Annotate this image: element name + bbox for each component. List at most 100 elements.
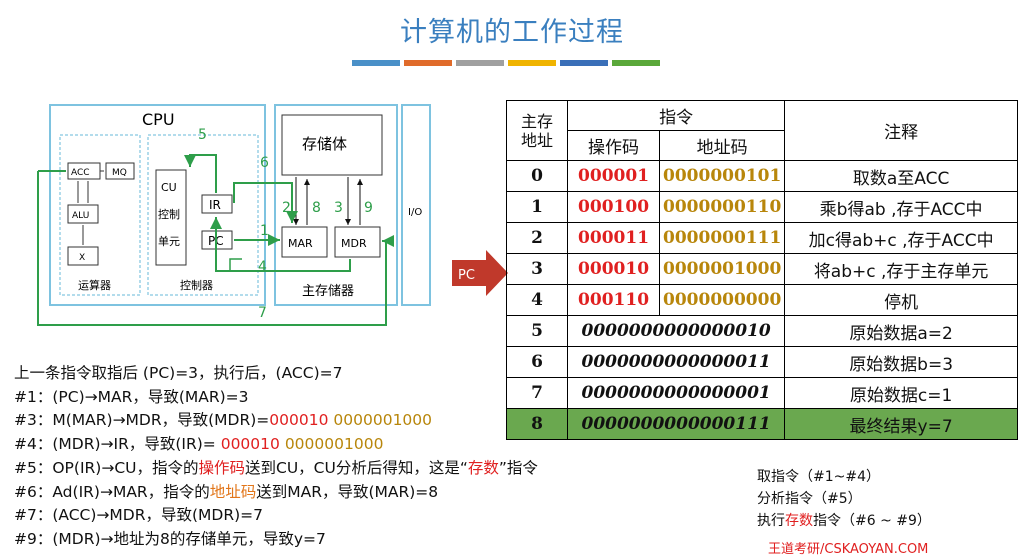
step-num-6: 6 (260, 155, 269, 171)
row-note: 加c得ab+c ,存于ACC中 (784, 222, 1018, 254)
table-row-result: 8 0000000000000111 最终结果y=7 (505, 408, 1018, 440)
step-5-text-b: 送到CU，CU分析后得知，这是“ (245, 458, 468, 477)
color-bar-2 (404, 60, 452, 66)
pc-pointer-label: PC (458, 268, 475, 283)
controller-label: 控制器 (180, 278, 213, 292)
row-address: 1 (505, 191, 569, 223)
row-data: 0000000000000001 (567, 377, 786, 409)
step-3-opcode: 000010 (269, 411, 329, 430)
cu-sub2: 单元 (158, 235, 180, 248)
step-6-text-b: 送到MAR，导致(MAR)=8 (256, 482, 439, 501)
main-memory-label: 主存储器 (302, 284, 354, 299)
pc-pointer-arrow: PC (452, 250, 508, 296)
row-opcode: 000100 (567, 191, 661, 223)
row-opcode: 000011 (567, 222, 661, 254)
row-note: 原始数据a=2 (784, 315, 1018, 347)
page-title: 计算机的工作过程 (400, 17, 624, 48)
path-6 (233, 182, 298, 223)
controller-box (147, 134, 259, 296)
step-6-text-a: #6：Ad(IR)→MAR，指令的 (14, 482, 210, 501)
x-label: X (79, 253, 85, 263)
step-5-text-a: #5：OP(IR)→CU，指令的 (14, 458, 199, 477)
row-note: 原始数据c=1 (784, 377, 1018, 409)
header-instruction: 指令 (567, 100, 786, 131)
step-4: #4：(MDR)→IR，导致(IR)= 000010 0000001000 (14, 433, 714, 457)
color-bar-1 (352, 60, 400, 66)
step-3-text: #3：M(MAR)→MDR，导致(MDR)= (14, 411, 270, 430)
row-address-code: 0000000111 (659, 222, 786, 254)
path-7 (37, 171, 394, 326)
step-4-text: #4：(MDR)→IR，导致(IR)= (14, 435, 221, 454)
storage-body-box (281, 114, 383, 176)
legend-exec-a: 执行 (757, 513, 785, 529)
step-intro: 上一条指令取指后 (PC)=3，执行后，(ACC)=7 (14, 364, 343, 382)
step-5-opcode-word: 操作码 (198, 458, 246, 477)
header-note: 注释 (784, 100, 1018, 161)
mq-register (105, 162, 135, 180)
step-num-2: 2 (282, 200, 291, 216)
cpu-label: CPU (142, 110, 175, 129)
storage-body-label: 存储体 (302, 135, 347, 153)
step-7: #7：(ACC)→MDR，导致(MDR)=7 (14, 506, 264, 525)
main-memory-box (274, 104, 398, 306)
row-note: 乘b得ab ,存于ACC中 (784, 191, 1018, 223)
table-row: 4 000110 0000000000 停机 (505, 284, 1018, 316)
path-5 (184, 154, 217, 193)
step-5-text-c: ”指令 (498, 458, 538, 477)
memory-table: 主存地址 指令 注释 操作码 地址码 0 000001 0000000101 取… (505, 100, 1018, 440)
row-address: 4 (505, 284, 569, 316)
table-row: 0 000001 0000000101 取数a至ACC (505, 160, 1018, 192)
table-row: 3 000010 0000001000 将ab+c ,存于主存单元 (505, 253, 1018, 285)
row-address-code: 0000000000 (659, 284, 786, 316)
alu-unit-box (59, 134, 141, 296)
step-num-4: 4 (258, 259, 267, 275)
legend-execute: 执行存数指令（#6 ~ #9） (757, 510, 931, 532)
path-4b (210, 217, 351, 272)
alu-label: ALU (72, 211, 89, 221)
row-address: 2 (505, 222, 569, 254)
row-note: 将ab+c ,存于主存单元 (784, 253, 1018, 285)
alu-unit-label: 运算器 (78, 278, 111, 292)
step-num-1: 1 (260, 223, 269, 239)
row-data: 0000000000000111 (567, 408, 786, 440)
step-descriptions: 上一条指令取指后 (PC)=3，执行后，(ACC)=7 #1：(PC)→MAR，… (14, 362, 714, 552)
header-opcode: 操作码 (567, 130, 661, 161)
table-row: 2 000011 0000000111 加c得ab+c ,存于ACC中 (505, 222, 1018, 254)
color-bar-5 (560, 60, 608, 66)
x-register (67, 246, 99, 266)
io-box (401, 104, 431, 306)
row-opcode: 000110 (567, 284, 661, 316)
computer-structure-diagram: CPU ACC MQ ALU X 运算器 CU 控制 单元 IR PC 控制器 … (37, 104, 431, 326)
mdr-register (334, 226, 381, 258)
row-note: 最终结果y=7 (784, 408, 1018, 440)
row-note: 停机 (784, 284, 1018, 316)
row-address: 0 (505, 160, 569, 192)
header-address: 主存地址 (505, 100, 569, 161)
step-6-address-word: 地址码 (209, 482, 257, 501)
mar-label: MAR (288, 237, 313, 250)
step-6: #6：Ad(IR)→MAR，指令的地址码送到MAR，导致(MAR)=8 (14, 481, 714, 505)
table-row: 5 0000000000000010 原始数据a=2 (505, 315, 1018, 347)
header-address-text: 主存地址 (521, 111, 554, 150)
color-bar-6 (612, 60, 660, 66)
acc-label: ACC (71, 168, 90, 178)
mar-register (281, 226, 328, 258)
alu-block (67, 204, 99, 224)
mdr-label: MDR (341, 237, 367, 250)
color-bar-4 (508, 60, 556, 66)
row-address-code: 0000000101 (659, 160, 786, 192)
header-address-code: 地址码 (659, 130, 786, 161)
step-9: #9：(MDR)→地址为8的存储单元，导致y=7 (14, 529, 326, 548)
step-num-8: 8 (312, 200, 321, 216)
row-address-code: 0000001000 (659, 253, 786, 285)
row-note: 取数a至ACC (784, 160, 1018, 192)
ir-register (201, 194, 233, 214)
footer-brand: 王道考研/CSKAOYAN.COM (768, 542, 929, 557)
color-bar-3 (456, 60, 504, 66)
cu-block (155, 169, 187, 266)
step-3: #3：M(MAR)→MDR，导致(MDR)=000010 0000001000 (14, 409, 714, 433)
legend-exec-store: 存数 (785, 513, 813, 529)
row-address: 5 (505, 315, 569, 347)
path-4 (229, 258, 351, 272)
phase-legend: 取指令（#1~#4） 分析指令（#5） 执行存数指令（#6 ~ #9） (757, 466, 931, 532)
